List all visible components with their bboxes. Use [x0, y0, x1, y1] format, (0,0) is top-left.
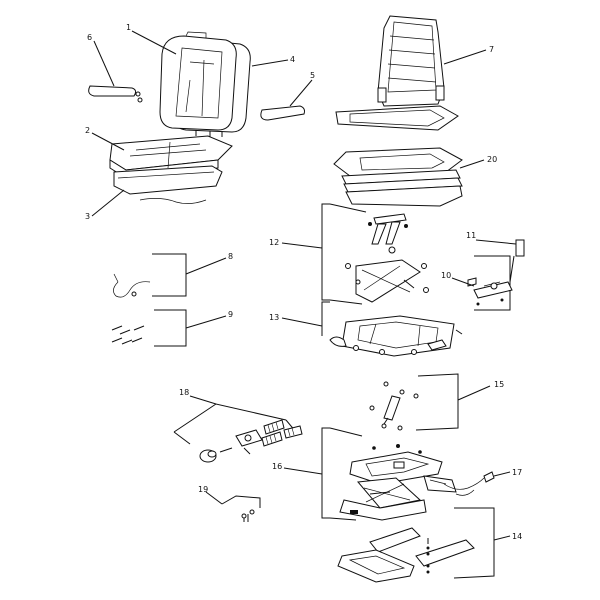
- part-armrest-right: [260, 105, 305, 121]
- callout-7: 7: [489, 45, 494, 54]
- callout-19: 19: [198, 485, 208, 494]
- part-bolt-kit: [221, 495, 261, 522]
- part-armrest-left: [88, 85, 143, 103]
- callout-4: 4: [290, 55, 295, 64]
- callout-12: 12: [269, 238, 279, 247]
- part-slide-rails: [337, 507, 495, 583]
- callout-labels: 1 4 5 6 2 3 7 20 12 8 9 13 11 10 15 18 1…: [85, 23, 522, 541]
- part-sensor-cable: [443, 471, 495, 496]
- callout-13: 13: [269, 313, 279, 322]
- part-slide-frame: [321, 301, 463, 357]
- callout-14: 14: [512, 532, 522, 541]
- part-lever-bracket: [467, 239, 525, 311]
- callout-20: 20: [487, 155, 497, 164]
- part-cable: [113, 253, 187, 298]
- callout-1: 1: [126, 23, 131, 32]
- callout-16: 16: [272, 462, 282, 471]
- callout-11: 11: [466, 231, 476, 240]
- part-adjuster-knob: [173, 403, 303, 463]
- callout-10: 10: [441, 271, 451, 280]
- part-screw-set: [111, 309, 187, 347]
- part-seat-base: [113, 165, 223, 204]
- callout-18: 18: [179, 388, 189, 397]
- part-suspension-base: [321, 427, 457, 521]
- callout-2: 2: [85, 126, 90, 135]
- callout-5: 5: [310, 71, 315, 80]
- callout-3: 3: [85, 212, 90, 221]
- part-suspension-bellows: [333, 147, 463, 207]
- callout-17: 17: [512, 468, 522, 477]
- callout-8: 8: [228, 252, 233, 261]
- part-backrest: [159, 31, 251, 137]
- part-shock-absorber: [369, 373, 459, 431]
- callout-6: 6: [87, 33, 92, 42]
- leader-lines: [91, 30, 517, 541]
- callout-9: 9: [228, 310, 233, 319]
- part-backrest-frame: [335, 15, 459, 131]
- callout-15: 15: [494, 380, 504, 389]
- part-scissor-assembly: [321, 203, 429, 305]
